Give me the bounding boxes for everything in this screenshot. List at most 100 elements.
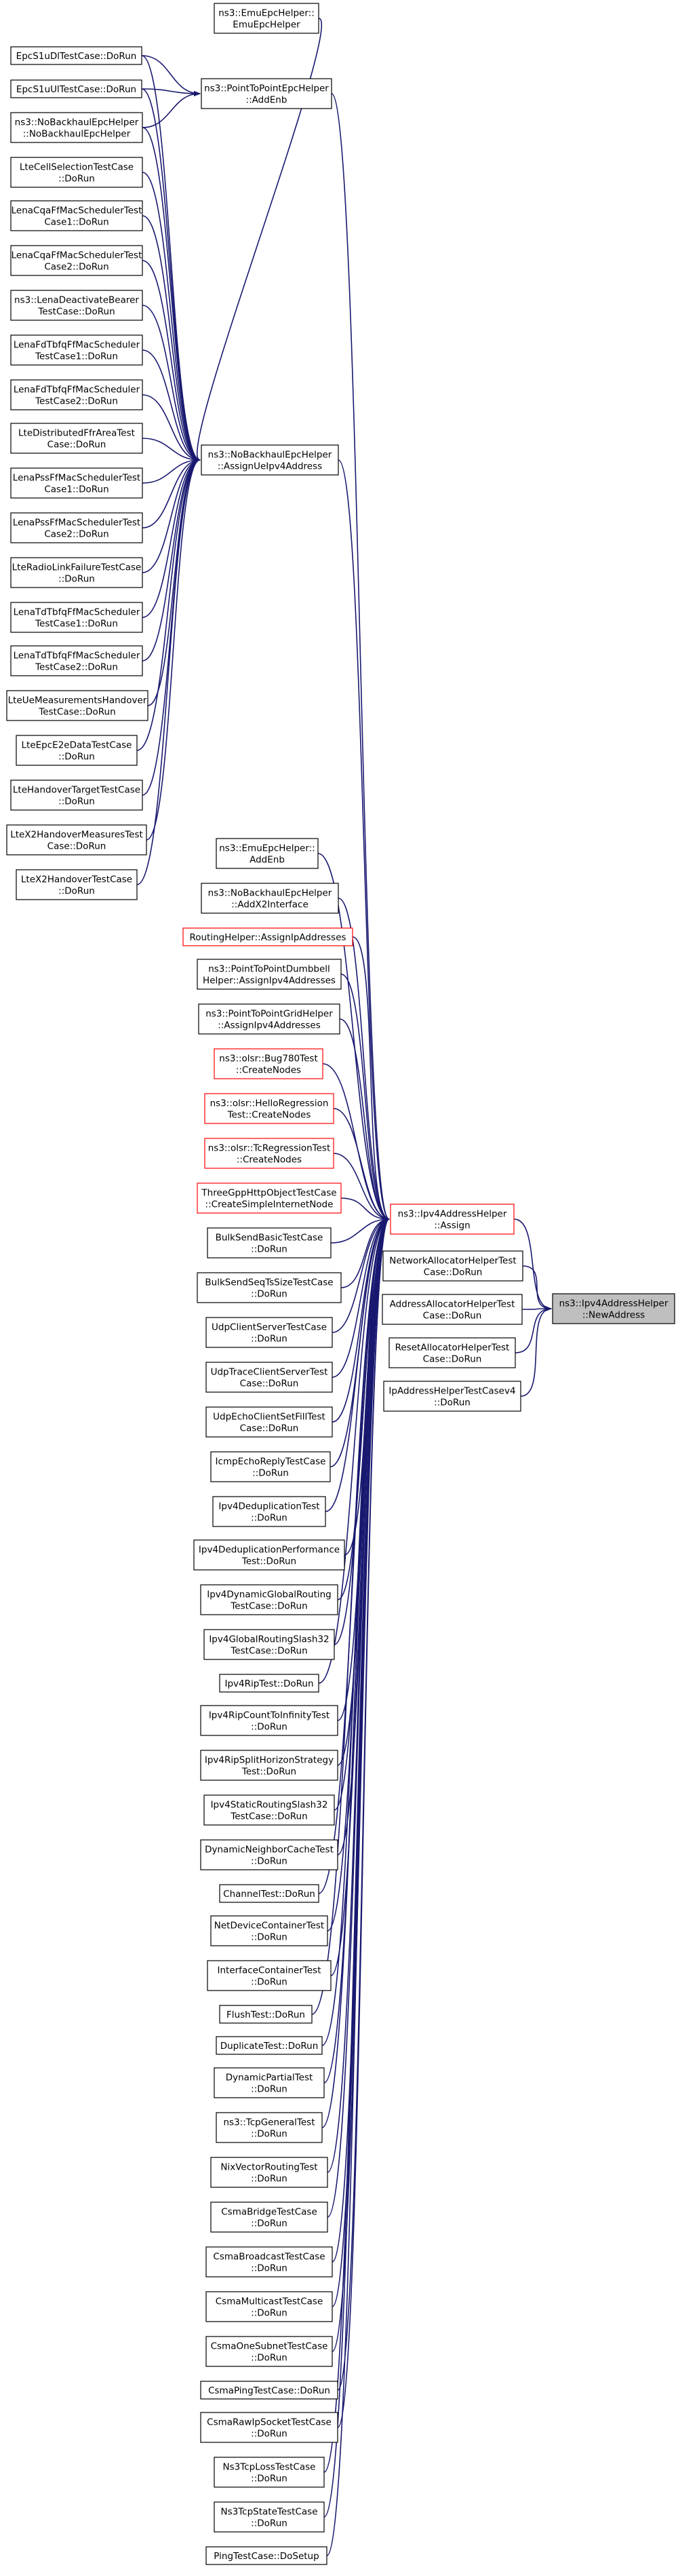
node-nobackhaul-ctor[interactable]: ns3::NoBackhaulEpcHelper::NoBackhaulEpcH…	[10, 112, 143, 143]
node-box[interactable]	[10, 200, 143, 231]
node-box[interactable]	[10, 467, 143, 499]
node-box[interactable]	[214, 2067, 325, 2098]
node-epcs1u-ul[interactable]: EpcS1uUlTestCase::DoRun	[10, 79, 142, 98]
node-box[interactable]	[214, 3, 319, 34]
node-nixvector[interactable]: NixVectorRoutingTest::DoRun	[210, 2157, 328, 2188]
node-box[interactable]	[203, 1629, 335, 1660]
node-box[interactable]	[10, 245, 143, 276]
node-box[interactable]	[201, 78, 332, 109]
node-box[interactable]	[10, 79, 142, 98]
node-ifcontainer[interactable]: InterfaceContainerTest::DoRun	[207, 1960, 332, 1991]
node-lteepce2edata[interactable]: LteEpcE2eDataTestCase::DoRun	[16, 735, 138, 766]
node-box[interactable]	[205, 2291, 333, 2322]
node-ipaddrhelperv4[interactable]: IpAddressHelperTestCasev4::DoRun	[383, 1381, 521, 1412]
node-box[interactable]	[200, 2412, 338, 2443]
node-box[interactable]	[200, 2381, 338, 2400]
node-p2pdumbbell[interactable]: ns3::PointToPointDumbbellHelper::AssignI…	[197, 959, 342, 990]
node-lteradiolink[interactable]: LteRadioLinkFailureTestCase::DoRun	[10, 557, 143, 588]
node-box[interactable]	[16, 735, 138, 766]
node-p2pgrid[interactable]: ns3::PointToPointGridHelper::AssignIpv4A…	[198, 1003, 340, 1035]
node-ltex2handover[interactable]: LteX2HandoverTestCase::DoRun	[16, 869, 138, 900]
node-box[interactable]	[10, 290, 143, 321]
node-box[interactable]	[193, 1539, 345, 1571]
node-box[interactable]	[6, 690, 148, 721]
node-channeltest[interactable]: ChannelTest::DoRun	[219, 1884, 319, 1903]
node-box[interactable]	[214, 1048, 323, 1079]
node-emu-emuepchelper[interactable]: ns3::EmuEpcHelper::EmuEpcHelper	[214, 3, 319, 34]
node-box[interactable]	[200, 1750, 338, 1781]
node-ns3tcploss[interactable]: Ns3TcpLossTestCase::DoRun	[214, 2457, 325, 2488]
node-box[interactable]	[382, 1294, 523, 1325]
node-box[interactable]	[219, 1884, 319, 1903]
node-ltecellselection[interactable]: LteCellSelectionTestCase::DoRun	[10, 157, 143, 188]
node-box[interactable]	[207, 1227, 332, 1258]
node-netdevcontainer[interactable]: NetDeviceContainerTest::DoRun	[210, 1915, 328, 1946]
node-box[interactable]	[10, 557, 143, 588]
node-nobackhaul-assignue[interactable]: ns3::NoBackhaulEpcHelper::AssignUeIpv4Ad…	[201, 444, 339, 476]
node-box[interactable]	[214, 2457, 325, 2488]
node-box[interactable]	[201, 444, 339, 476]
node-box[interactable]	[10, 602, 143, 633]
node-ipv4ripcount[interactable]: Ipv4RipCountToInfinityTest::DoRun	[200, 1705, 338, 1736]
node-box[interactable]	[16, 869, 138, 900]
node-box[interactable]	[210, 1451, 331, 1482]
node-olsr-tc[interactable]: ns3::olsr::TcRegressionTest::CreateNodes	[204, 1138, 334, 1169]
node-box[interactable]	[10, 379, 143, 410]
node-box[interactable]	[6, 824, 147, 856]
node-ns3tcpstate[interactable]: Ns3TcpStateTestCase::DoRun	[214, 2501, 325, 2533]
node-tcpgeneral[interactable]: ns3::TcpGeneralTest::DoRun	[216, 2112, 323, 2143]
node-box[interactable]	[10, 423, 143, 454]
node-box[interactable]	[10, 157, 143, 188]
node-box[interactable]	[219, 1674, 319, 1693]
node-csmabroadcast[interactable]: CsmaBroadcastTestCase::DoRun	[205, 2246, 333, 2277]
node-ipv4rip[interactable]: Ipv4RipTest::DoRun	[219, 1674, 319, 1693]
node-emu-addenb[interactable]: ns3::EmuEpcHelper::AddEnb	[216, 838, 319, 869]
node-ltehandovertarget[interactable]: LteHandoverTargetTestCase::DoRun	[10, 780, 143, 811]
node-box[interactable]	[197, 1272, 342, 1303]
node-box[interactable]	[10, 334, 143, 366]
node-box[interactable]	[204, 1093, 334, 1124]
node-csmaonesubnet[interactable]: CsmaOneSubnetTestCase::DoRun	[205, 2336, 333, 2367]
node-bulksendseq[interactable]: BulkSendSeqTsSizeTestCase::DoRun	[197, 1272, 342, 1303]
node-csmaping[interactable]: CsmaPingTestCase::DoRun	[200, 2381, 338, 2400]
node-dynpartial[interactable]: DynamicPartialTest::DoRun	[214, 2067, 325, 2098]
node-threegpphttp[interactable]: ThreeGppHttpObjectTestCase::CreateSimple…	[197, 1183, 342, 1214]
node-box[interactable]	[182, 927, 353, 946]
node-box[interactable]	[10, 512, 143, 543]
node-box[interactable]	[390, 1204, 515, 1235]
node-flushtest[interactable]: FlushTest::DoRun	[219, 2005, 313, 2024]
node-box[interactable]	[216, 2112, 323, 2143]
node-routinghelper[interactable]: RoutingHelper::AssignIpAddresses	[182, 927, 353, 946]
node-dynneighbor[interactable]: DynamicNeighborCacheTest::DoRun	[200, 1839, 338, 1870]
node-ipv4-assign[interactable]: ns3::Ipv4AddressHelper::Assign	[390, 1204, 515, 1235]
node-box[interactable]	[388, 1337, 516, 1368]
node-epcs1u-dl[interactable]: EpcS1uDlTestCase::DoRun	[10, 46, 142, 65]
node-box[interactable]	[200, 1705, 338, 1736]
node-nobackhaul-addx2[interactable]: ns3::NoBackhaulEpcHelper::AddX2Interface	[201, 883, 339, 914]
node-olsr-bug780[interactable]: ns3::olsr::Bug780Test::CreateNodes	[214, 1048, 323, 1079]
node-box[interactable]	[210, 2157, 328, 2188]
node-ipv4-newaddress[interactable]: ns3::Ipv4AddressHelper::NewAddress	[552, 1293, 675, 1324]
node-icmpecho[interactable]: IcmpEchoReplyTestCase::DoRun	[210, 1451, 331, 1482]
node-box[interactable]	[198, 1003, 340, 1035]
node-box[interactable]	[204, 1138, 334, 1169]
